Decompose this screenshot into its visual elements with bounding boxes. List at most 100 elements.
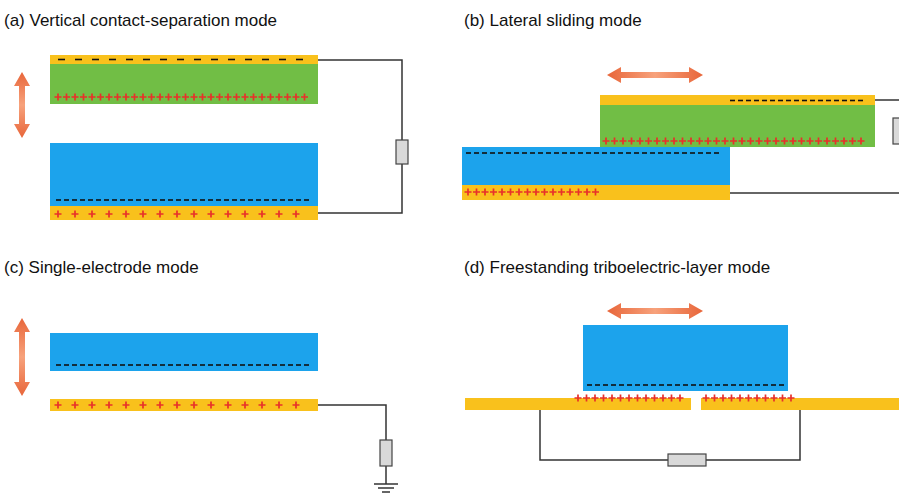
positive-charge [157, 211, 164, 218]
triboelectric-layer [50, 64, 318, 104]
negative-charge [530, 152, 535, 154]
positive-charge [208, 402, 215, 409]
positive-charge [191, 402, 198, 409]
positive-charge [106, 211, 113, 218]
positive-charge [157, 402, 164, 409]
positive-charge [276, 211, 283, 218]
positive-charge [465, 189, 472, 196]
negative-charge [747, 384, 752, 386]
positive-charge [575, 395, 582, 402]
negative-charge [490, 152, 495, 154]
positive-charge [174, 402, 181, 409]
negative-charge [650, 152, 655, 154]
negative-charge [192, 199, 197, 201]
negative-charge [682, 152, 687, 154]
negative-charge [699, 384, 704, 386]
negative-charge [136, 364, 141, 366]
positive-charge [499, 189, 506, 196]
negative-charge [762, 100, 767, 102]
motion-arrow [14, 67, 703, 396]
negative-charge [245, 59, 252, 61]
positive-charge [225, 211, 232, 218]
negative-charge [707, 384, 712, 386]
positive-charge [140, 94, 147, 101]
positive-charge [80, 94, 87, 101]
positive-charge [533, 189, 540, 196]
positive-charge [730, 138, 737, 145]
positive-charge [301, 94, 308, 101]
negative-charge [603, 384, 608, 386]
positive-charge [575, 189, 582, 196]
negative-charge [683, 384, 688, 386]
positive-charge [754, 395, 761, 402]
negative-charge [296, 364, 301, 366]
negative-charge [706, 152, 711, 154]
negative-charge [112, 364, 117, 366]
positive-charge [756, 138, 763, 145]
positive-charge [592, 395, 599, 402]
negative-charge [562, 152, 567, 154]
negative-charge [627, 384, 632, 386]
positive-charge [123, 211, 130, 218]
negative-charge [72, 364, 77, 366]
positive-charge [293, 94, 300, 101]
negative-charge [176, 199, 181, 201]
triboelectric-layer [462, 147, 730, 185]
negative-charge [304, 199, 309, 201]
panel-title: (a) Vertical contact-separation mode [4, 12, 277, 31]
negative-charge [128, 364, 133, 366]
positive-charge [626, 395, 633, 402]
negative-charge [611, 384, 616, 386]
negative-charge [506, 152, 511, 154]
ground-symbol [374, 484, 398, 492]
negative-charge [160, 364, 165, 366]
positive-charge [148, 94, 155, 101]
positive-charge [696, 138, 703, 145]
positive-charge [250, 94, 257, 101]
negative-charge [92, 59, 99, 61]
negative-charge [104, 199, 109, 201]
resistor-symbol [380, 118, 899, 466]
negative-charge [834, 100, 839, 102]
negative-charge [618, 152, 623, 154]
negative-charge [184, 364, 189, 366]
negative-charge [522, 152, 527, 154]
positive-charge [779, 395, 786, 402]
positive-charge [668, 395, 675, 402]
negative-charge [136, 199, 141, 201]
positive-charge [140, 211, 147, 218]
electrode [50, 399, 318, 411]
positive-charge [174, 211, 181, 218]
negative-charge [818, 100, 823, 102]
negative-charge [802, 100, 807, 102]
negative-charge [126, 59, 133, 61]
negative-charge [730, 100, 735, 102]
negative-charge [850, 100, 855, 102]
positive-charge [737, 395, 744, 402]
negative-charge [80, 364, 85, 366]
negative-charge [858, 100, 863, 102]
negative-charge [288, 199, 293, 201]
negative-charge [264, 364, 269, 366]
negative-charge [754, 100, 759, 102]
positive-charge [106, 94, 113, 101]
positive-charge [634, 395, 641, 402]
positive-charge [728, 395, 735, 402]
positive-charge [123, 402, 130, 409]
positive-charge [720, 395, 727, 402]
positive-charge [660, 395, 667, 402]
negative-charge [232, 364, 237, 366]
negative-charge [152, 364, 157, 366]
negative-charge [75, 59, 82, 61]
positive-charge [259, 211, 266, 218]
positive-charge [679, 138, 686, 145]
negative-charge [586, 152, 591, 154]
negative-charge [763, 384, 768, 386]
negative-charge [659, 384, 664, 386]
positive-charge [567, 189, 574, 196]
negative-charge [168, 199, 173, 201]
positive-charge [773, 138, 780, 145]
negative-charge [112, 199, 117, 201]
electrode [50, 55, 318, 64]
positive-charge [637, 138, 644, 145]
